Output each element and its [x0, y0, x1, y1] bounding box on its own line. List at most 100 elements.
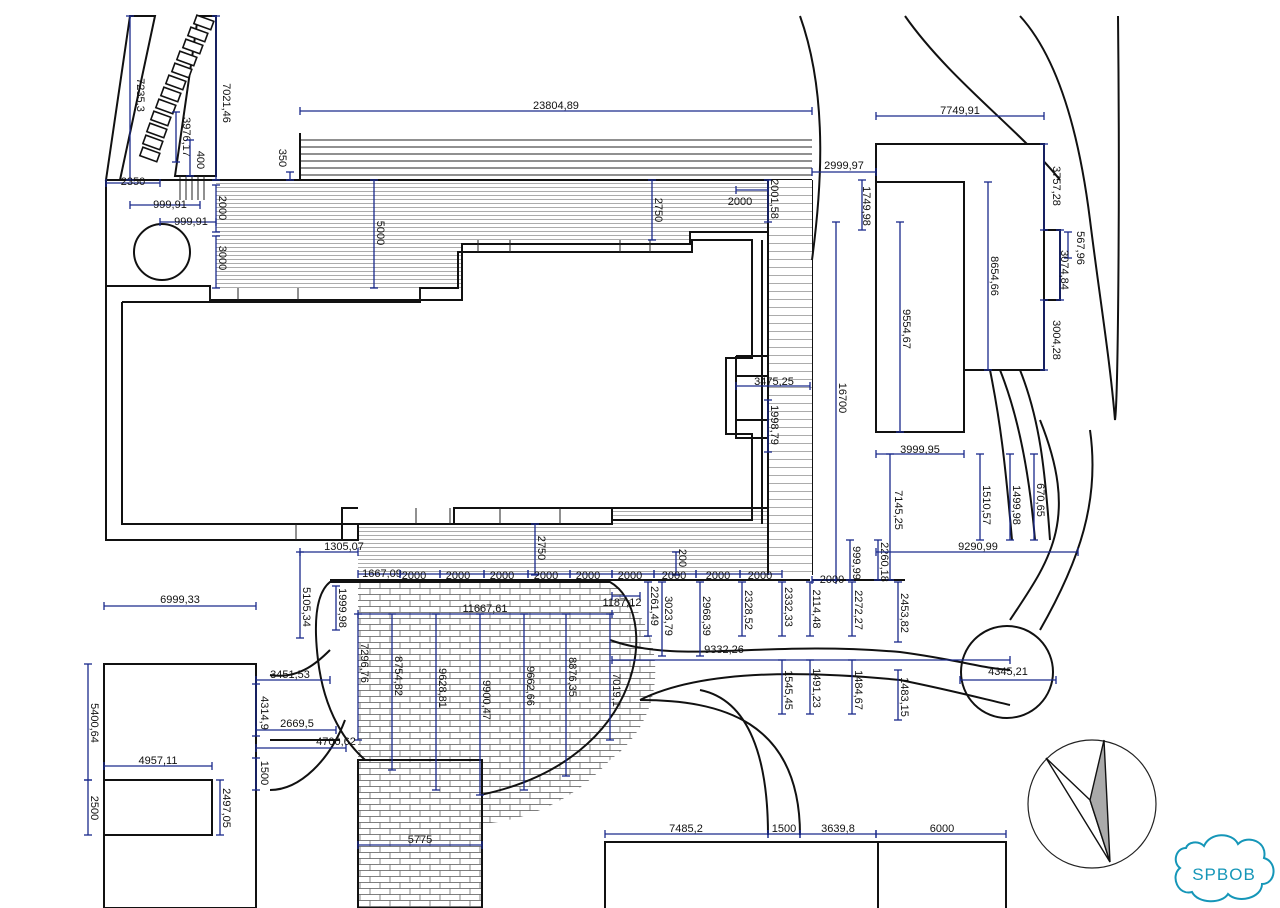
dimension-label: 7021,46	[220, 83, 232, 123]
dimension-label: 3999,95	[900, 444, 940, 456]
dimension-label: 1667,09	[362, 568, 402, 580]
top-deck-stripes	[299, 133, 812, 180]
dimension-label: 1484,67	[852, 670, 864, 710]
dimension-label: 2260,18	[878, 542, 890, 582]
dimension-label: 4957,11	[139, 755, 178, 767]
dimension-label: 2669,5	[280, 718, 314, 730]
dimension-label: 2000	[402, 570, 426, 582]
dimension-label: 1500	[258, 761, 270, 785]
dimension-label: 2000	[534, 570, 558, 582]
diagonal-step-strip	[104, 14, 217, 200]
dimension-label: 200	[676, 549, 688, 567]
dimension-label: 9900,47	[480, 680, 492, 720]
dimension-label: 3451,53	[270, 669, 310, 681]
dimension-label: 2272,27	[852, 590, 864, 630]
dimension-label: 2000	[748, 570, 772, 582]
brick-patio	[314, 579, 810, 908]
dimension-label: 400	[194, 151, 206, 169]
dimension-label: 2497,05	[220, 788, 232, 828]
dimension-label: 7235,3	[134, 78, 146, 112]
spbob-logo: SPBOB	[1174, 834, 1275, 903]
bottom-building	[604, 841, 1007, 908]
dimension-label: 2000	[216, 196, 228, 220]
dimension-label: 3639,8	[821, 823, 855, 835]
dimension-label: 7019,1	[610, 673, 622, 707]
dimension-label: 6000	[930, 823, 954, 835]
dimension-label: 1483,15	[898, 677, 910, 717]
dimension-label: 2328,52	[742, 590, 754, 630]
dimension-label: 1187,12	[603, 597, 642, 609]
bottom-left-buildings	[103, 663, 257, 908]
dimension-label: 999,99	[850, 546, 862, 580]
dimension-label: 3976,17	[180, 117, 192, 157]
dimension-label: 2500	[88, 796, 100, 820]
round-fountain-right	[960, 625, 1054, 719]
dimension-label: 2001,58	[768, 179, 780, 219]
dimension-label: 11667,61	[462, 603, 507, 615]
dimension-label: 3475,25	[754, 376, 794, 388]
house-building	[105, 179, 813, 575]
dimension-label: 2261,49	[648, 586, 660, 626]
dimension-label: 1491,23	[810, 668, 822, 708]
dimension-label: 4345,21	[988, 666, 1028, 678]
dimension-label: 16700	[836, 383, 848, 414]
dimension-label: 7749,91	[940, 105, 980, 117]
dimension-label: 1999,98	[336, 588, 348, 628]
dimension-label: 3023,79	[662, 596, 674, 636]
dimension-label: 8654,66	[988, 256, 1000, 296]
dimension-label: 2750	[535, 536, 547, 560]
dimension-label: 1545,45	[782, 670, 794, 710]
dimension-label: 3074,84	[1058, 250, 1070, 290]
dimension-label: 2114,48	[810, 590, 822, 629]
dimension-label: 23804,89	[533, 100, 579, 112]
dimension-label: 7485,2	[669, 823, 703, 835]
dimension-label: 9628,81	[436, 668, 448, 708]
dimension-label: 567,96	[1074, 231, 1086, 265]
dimension-label: 670,65	[1034, 483, 1046, 517]
dimension-label: 350	[276, 149, 288, 167]
dimension-label: 2999,97	[824, 160, 864, 172]
dimension-label: 999,91	[153, 199, 187, 211]
dimension-label: 4700,62	[316, 736, 356, 748]
dimension-label: 2750	[652, 198, 664, 222]
dimension-label: 5000	[374, 221, 386, 245]
dimension-label: 2000	[728, 196, 752, 208]
dimension-label: 3757,28	[1050, 166, 1062, 206]
dimension-label: 8876,35	[566, 657, 578, 697]
dimension-label: 9554,67	[900, 309, 912, 349]
dimension-label: 2000	[446, 570, 470, 582]
dimension-label: 2000	[820, 574, 844, 586]
dimension-label: 2000	[662, 570, 686, 582]
dimension-label: 1305,07	[324, 541, 364, 553]
right-buildings	[875, 143, 1061, 433]
dimension-label: 1510,57	[980, 485, 992, 525]
dimension-label: 1499,98	[1010, 485, 1022, 525]
dimension-label: 9290,99	[958, 541, 998, 553]
dimension-label: 2453,82	[898, 593, 910, 633]
dimension-label: 3000	[216, 246, 228, 270]
dimension-label: 9662,66	[524, 666, 536, 706]
dimension-label: 2000	[618, 570, 642, 582]
dimension-label: 5105,34	[300, 587, 312, 627]
dimension-label: 2968,39	[700, 596, 712, 636]
garden-paths	[269, 15, 1120, 836]
dimension-label: 4314,9	[258, 696, 270, 730]
logo-text: SPBOB	[1192, 865, 1256, 884]
dimension-label: 2000	[706, 570, 730, 582]
dimension-label: 1998,79	[768, 405, 780, 445]
dimension-label: 7296,76	[358, 643, 370, 683]
dimension-label: 2332,33	[782, 587, 794, 627]
compass-icon	[1027, 739, 1157, 869]
dimension-label: 5400,64	[88, 703, 100, 743]
dimension-label: 7145,25	[892, 490, 904, 530]
dimension-label: 3004,28	[1050, 320, 1062, 360]
dimension-label: 6999,33	[160, 594, 200, 606]
dimension-label: 1749,98	[860, 186, 872, 226]
dimension-label: 2000	[490, 570, 514, 582]
dimension-label: 5775	[408, 834, 432, 846]
dimension-label: 2000	[576, 570, 600, 582]
dimension-label: 2350	[121, 176, 145, 188]
round-planter-left	[133, 223, 191, 281]
